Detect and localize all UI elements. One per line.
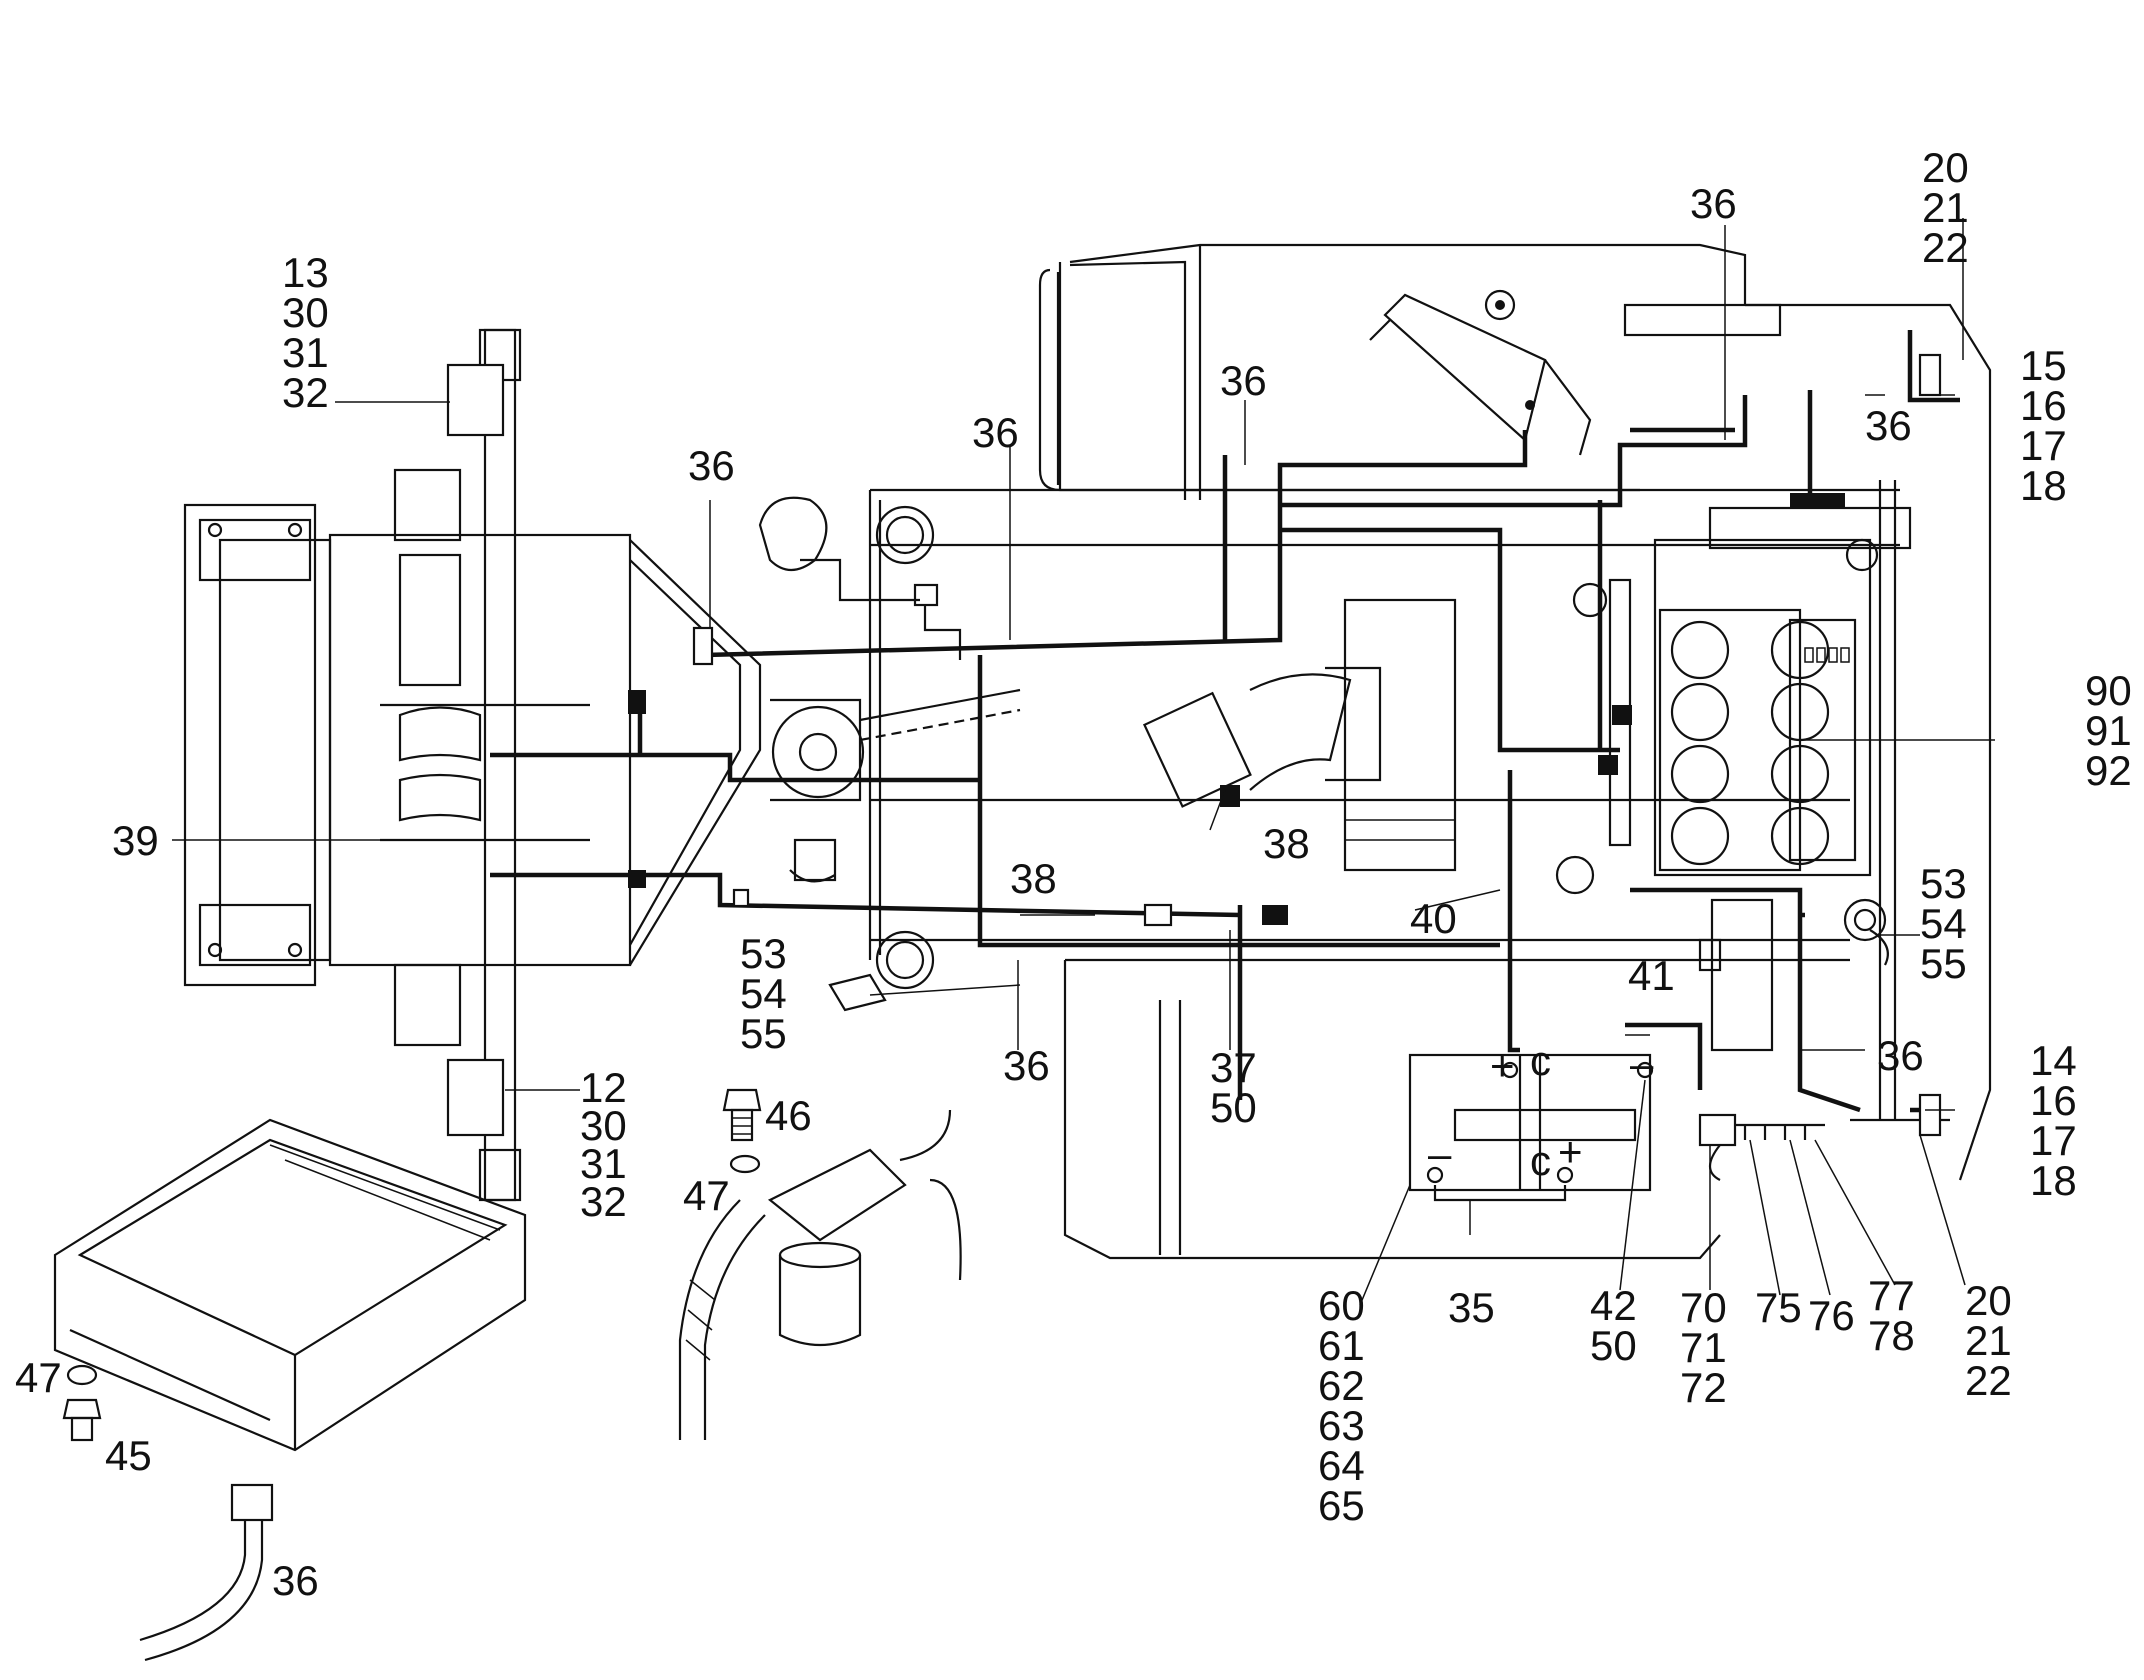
callout-36-g: 36 — [1877, 1032, 1924, 1079]
battery — [1408, 1053, 1654, 1202]
engine-block — [1555, 506, 1912, 1052]
callout-20-21-22-top: 20 21 22 — [1922, 144, 1980, 271]
callout-70-71-72: 70 71 72 — [1680, 1284, 1738, 1411]
callout-47-a: 47 — [683, 1172, 730, 1219]
seat-and-lever — [758, 496, 962, 660]
callout-40: 40 — [1410, 895, 1457, 942]
intake-pipe — [1142, 598, 1457, 872]
leader-lines — [172, 218, 1995, 1306]
heater-core — [53, 1118, 527, 1452]
washer-47-b — [66, 1364, 98, 1386]
callout-45: 45 — [105, 1432, 152, 1479]
callout-60-65: 60 61 62 63 64 65 — [1318, 1282, 1376, 1529]
battery-neg-top: – — [1630, 1040, 1654, 1087]
callout-36-h: 36 — [272, 1557, 319, 1604]
callout-42-50: 42 50 — [1590, 1282, 1648, 1369]
sensor-46 — [722, 1088, 762, 1142]
clamp-a — [828, 973, 887, 1012]
callout-47-b: 47 — [15, 1354, 62, 1401]
callout-36-f: 36 — [1003, 1042, 1050, 1089]
washer-47-a — [729, 1154, 761, 1174]
chassis-outline — [859, 243, 1992, 1260]
callout-15-16-17-18: 15 16 17 18 — [2020, 342, 2078, 509]
battery-neg-bottom: – — [1428, 1130, 1452, 1177]
callout-36-e: 36 — [1865, 402, 1912, 449]
harness-36 — [490, 330, 1960, 1137]
callout-77-78: 77 78 — [1868, 1272, 1926, 1359]
battery-c-left: c — [1530, 1037, 1551, 1084]
callout-20-21-22-bottom: 20 21 22 — [1965, 1277, 2023, 1404]
callout-53-54-55-a: 53 54 55 — [740, 930, 798, 1057]
callout-14-16-17-18: 14 16 17 18 — [2030, 1037, 2088, 1204]
callout-37-50: 37 50 — [1210, 1044, 1268, 1131]
callout-39: 39 — [112, 817, 159, 864]
callout-75: 75 — [1755, 1284, 1802, 1331]
callout-36-b: 36 — [972, 409, 1019, 456]
air-cleaner — [1369, 289, 1592, 456]
callout-38-b: 38 — [1010, 855, 1057, 902]
sensor-45 — [62, 1398, 102, 1442]
solenoid — [1698, 1113, 1825, 1181]
callout-53-54-55-b: 53 54 55 — [1920, 860, 1978, 987]
battery-pos-bottom: + — [1558, 1128, 1583, 1175]
battery-pos-top: + — [1490, 1042, 1515, 1089]
callout-12-30-31-32: 12 30 31 32 — [580, 1064, 638, 1225]
callout-35: 35 — [1448, 1284, 1495, 1331]
callout-41: 41 — [1628, 952, 1675, 999]
callout-13-30-31-32: 13 30 31 32 — [282, 249, 340, 416]
connector-plug-36 — [139, 1483, 274, 1662]
callout-36-a: 36 — [688, 442, 735, 489]
battery-c-right: c — [1530, 1137, 1551, 1184]
cab-frame — [183, 328, 865, 1202]
callout-46: 46 — [765, 1092, 812, 1139]
callout-38-a: 38 — [1263, 820, 1310, 867]
fuel-filter — [678, 1109, 962, 1440]
callout-90-91-92: 90 91 92 — [2085, 667, 2143, 794]
callout-76: 76 — [1808, 1292, 1855, 1339]
clamp-b — [1869, 929, 1889, 966]
callout-36-c: 36 — [1220, 357, 1267, 404]
callout-36-d: 36 — [1690, 180, 1737, 227]
